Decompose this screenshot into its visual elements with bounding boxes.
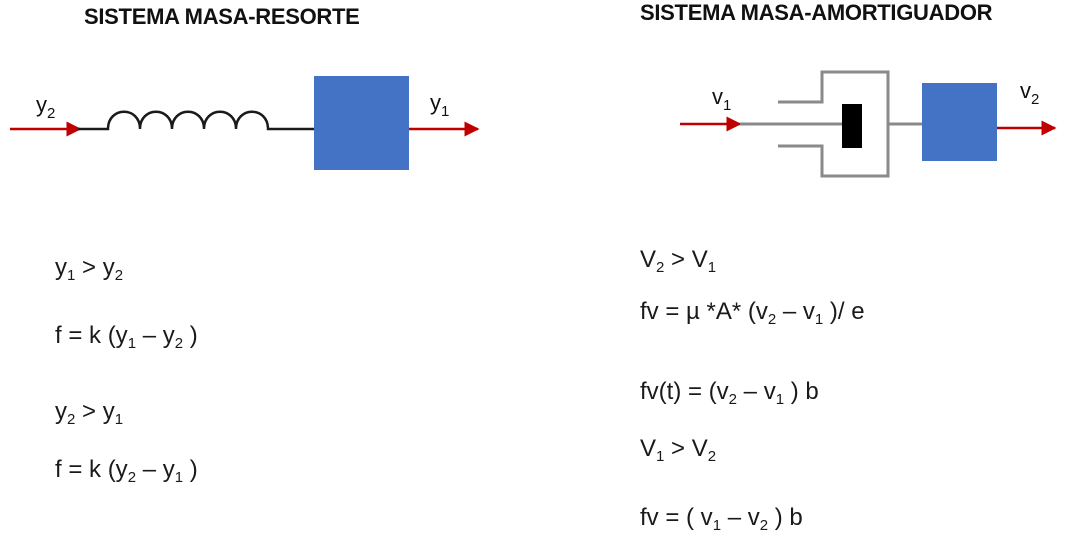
eq-right-condition-2: V1 > V2	[640, 435, 717, 465]
eq-left-condition-1: y1 > y2	[55, 254, 124, 284]
damper-piston	[842, 104, 862, 148]
eq-left-law-1: f = k (y1 – y2 )	[55, 322, 198, 352]
label-y2: y2	[36, 92, 55, 122]
eq-right-damping-force-2: fv = ( v1 – v2 ) b	[640, 504, 803, 534]
label-v1: v1	[712, 84, 731, 114]
eq-right-damping-force: fv(t) = (v2 – v1 ) b	[640, 378, 819, 408]
eq-right-viscous-force: fv = µ *A* (v2 – v1 )/ e	[640, 298, 865, 328]
eq-left-law-2: f = k (y2 – y1 )	[55, 456, 198, 486]
spring	[78, 110, 314, 131]
mass-block-left	[314, 76, 409, 170]
mass-block-right	[922, 83, 997, 161]
label-v2: v2	[1020, 78, 1039, 108]
title-mass-spring: SISTEMA MASA-RESORTE	[84, 4, 360, 29]
eq-left-condition-2: y2 > y1	[55, 398, 124, 428]
label-y1: y1	[430, 90, 449, 120]
title-mass-damper: SISTEMA MASA-AMORTIGUADOR	[640, 0, 993, 25]
eq-right-condition-1: V2 > V1	[640, 246, 717, 276]
systems-diagram: y2 y1 v1 v2	[10, 70, 1057, 178]
